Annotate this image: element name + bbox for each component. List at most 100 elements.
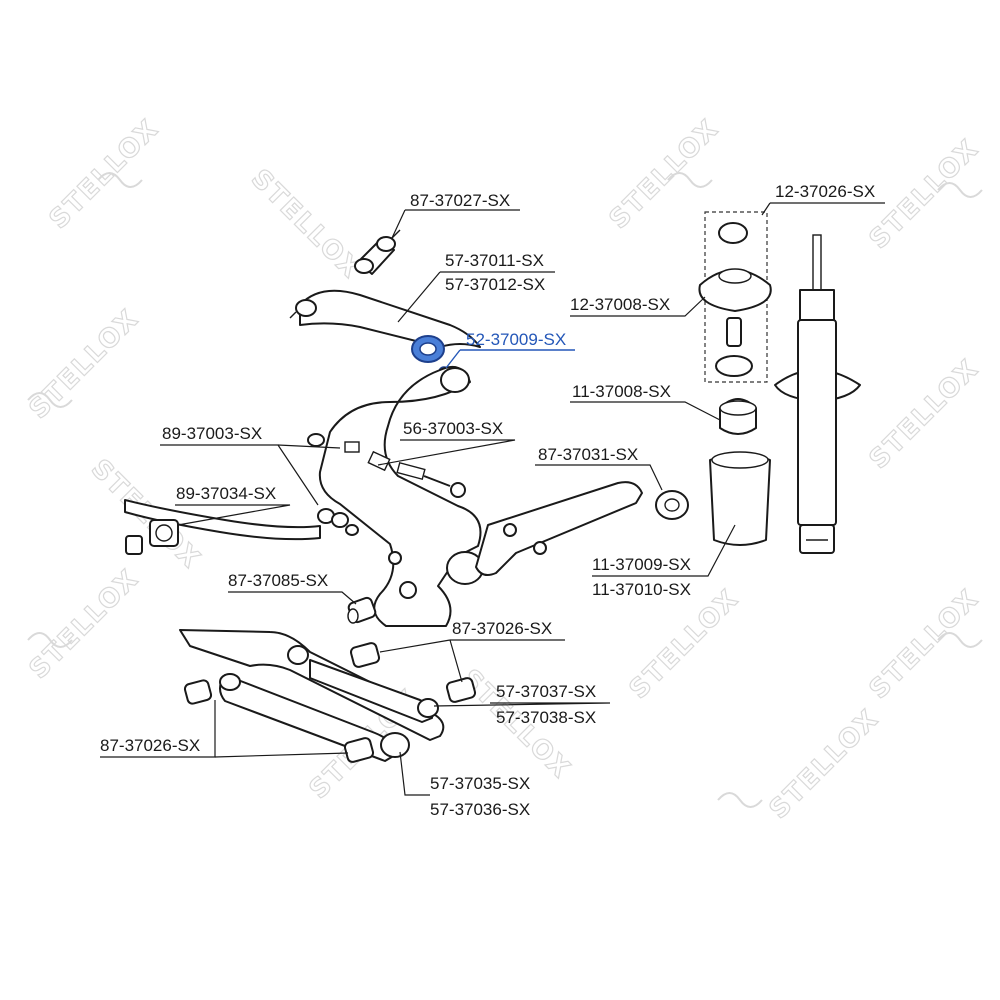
shock-lower-mount xyxy=(799,524,835,554)
leader-87-37026-b xyxy=(214,752,349,758)
leader-57-37037 xyxy=(433,702,611,707)
watermark-text: STELLOX xyxy=(624,584,745,705)
watermark-logo xyxy=(937,182,983,198)
watermark: STELLOX xyxy=(23,563,146,686)
bushing-b xyxy=(445,677,477,703)
label-57-37038: 57-37038-SX xyxy=(496,708,597,727)
part-knuckle xyxy=(307,366,484,627)
bar-bushing-bore xyxy=(155,524,173,542)
watermark-logo xyxy=(97,172,143,188)
watermark: STELLOX xyxy=(623,583,746,706)
label-87-37026-lower: 87-37026-SX xyxy=(100,736,201,755)
link-ball xyxy=(450,482,466,498)
part-89-37003 xyxy=(317,508,359,536)
watermark-text: STELLOX xyxy=(764,704,885,825)
stack-nut xyxy=(345,524,359,536)
arm-bushing xyxy=(295,299,317,317)
bolt-stub xyxy=(289,311,297,319)
watermark-text: STELLOX xyxy=(864,354,985,475)
leader-lines xyxy=(100,202,885,796)
bar-bushing-clamp xyxy=(125,535,143,555)
leader-89-37003 xyxy=(277,444,341,449)
bushing-c xyxy=(183,679,213,705)
watermark: STELLOX xyxy=(244,163,367,286)
arm-hole xyxy=(533,541,547,555)
leader-11-37008 xyxy=(570,401,721,421)
kit-washer xyxy=(715,355,753,377)
watermark-logo xyxy=(27,632,73,648)
label-57-37037: 57-37037-SX xyxy=(496,682,597,701)
watermark-logo xyxy=(717,792,763,808)
label-57-37035: 57-37035-SX xyxy=(430,774,531,793)
leader-57-37035 xyxy=(399,751,430,796)
part-56-37003-stabilizer-link xyxy=(344,441,466,498)
trailing-arm-body xyxy=(475,481,643,576)
watermark-text: STELLOX xyxy=(245,164,366,285)
shock-rod xyxy=(812,234,822,291)
bushing-a xyxy=(349,642,381,668)
watermark: STELLOX xyxy=(863,133,986,256)
label-87-37026-upper: 87-37026-SX xyxy=(452,619,553,638)
knuckle-hole xyxy=(388,551,402,565)
leader-52-37009 xyxy=(445,349,461,369)
bushing-bore xyxy=(419,342,437,356)
part-87-37027 xyxy=(354,229,401,275)
stack-washer xyxy=(331,512,349,528)
leader-12-37026 xyxy=(761,202,771,216)
arm-bushing xyxy=(287,645,309,665)
knuckle-hole xyxy=(399,581,417,599)
shock-upper xyxy=(799,289,835,321)
watermark: STELLOX xyxy=(23,303,146,426)
label-56-37003: 56-37003-SX xyxy=(403,419,504,438)
leader-87-37085 xyxy=(228,591,357,605)
bushing-end xyxy=(376,236,396,252)
arm-bushing xyxy=(380,732,410,758)
watermark-text: STELLOX xyxy=(24,304,145,425)
part-12-37026-mount-kit xyxy=(698,211,772,383)
leader-87-37031 xyxy=(535,464,663,491)
leader-87-37026-a xyxy=(379,639,451,653)
label-87-37031: 87-37031-SX xyxy=(538,445,639,464)
leader-57-37011 xyxy=(397,271,441,323)
part-shock-absorber xyxy=(774,234,861,554)
label-11-37008: 11-37008-SX xyxy=(572,382,671,401)
kit-sleeve xyxy=(726,317,742,347)
watermark-logo xyxy=(27,392,73,408)
watermark: STELLOX xyxy=(863,583,986,706)
link-rod xyxy=(396,461,426,481)
label-57-37012: 57-37012-SX xyxy=(445,275,546,294)
knuckle-bushing xyxy=(440,367,470,393)
leader-87-37026-a xyxy=(449,639,463,683)
part-11-37008-bump-stop xyxy=(719,398,757,435)
label-89-37034: 89-37034-SX xyxy=(176,484,277,503)
watermark-text: STELLOX xyxy=(864,134,985,255)
link-nut xyxy=(344,441,360,453)
part-lower-arm-assembly xyxy=(179,629,445,762)
watermark-logo xyxy=(667,172,713,188)
part-87-37031-trailing-arm xyxy=(475,481,689,576)
watermark: STELLOX xyxy=(763,703,886,826)
bump-stop-top xyxy=(719,400,757,416)
watermark: STELLOX xyxy=(863,353,986,476)
arm-hole xyxy=(503,523,517,537)
bushing-end xyxy=(354,258,374,274)
label-89-37003: 89-37003-SX xyxy=(162,424,263,443)
label-11-37009: 11-37009-SX xyxy=(592,555,691,574)
shock-body xyxy=(797,319,837,526)
lower-arm-57-37037 xyxy=(309,659,434,723)
label-12-37026: 12-37026-SX xyxy=(775,182,876,201)
leader-11-37009 xyxy=(592,524,736,577)
subframe-arm xyxy=(179,629,445,741)
label-87-37027: 87-37027-SX xyxy=(410,191,511,210)
label-52-37009-highlighted: 52-37009-SX xyxy=(466,330,567,349)
arm-bushing xyxy=(219,673,241,691)
part-11-37009-dust-boot xyxy=(709,451,771,546)
bushing-bore xyxy=(347,608,359,624)
watermark-text: STELLOX xyxy=(864,584,985,705)
watermark: STELLOX xyxy=(603,113,726,236)
upper-arm-body xyxy=(299,289,481,348)
dust-boot-top xyxy=(711,451,769,469)
leader-12-37008 xyxy=(570,296,706,317)
